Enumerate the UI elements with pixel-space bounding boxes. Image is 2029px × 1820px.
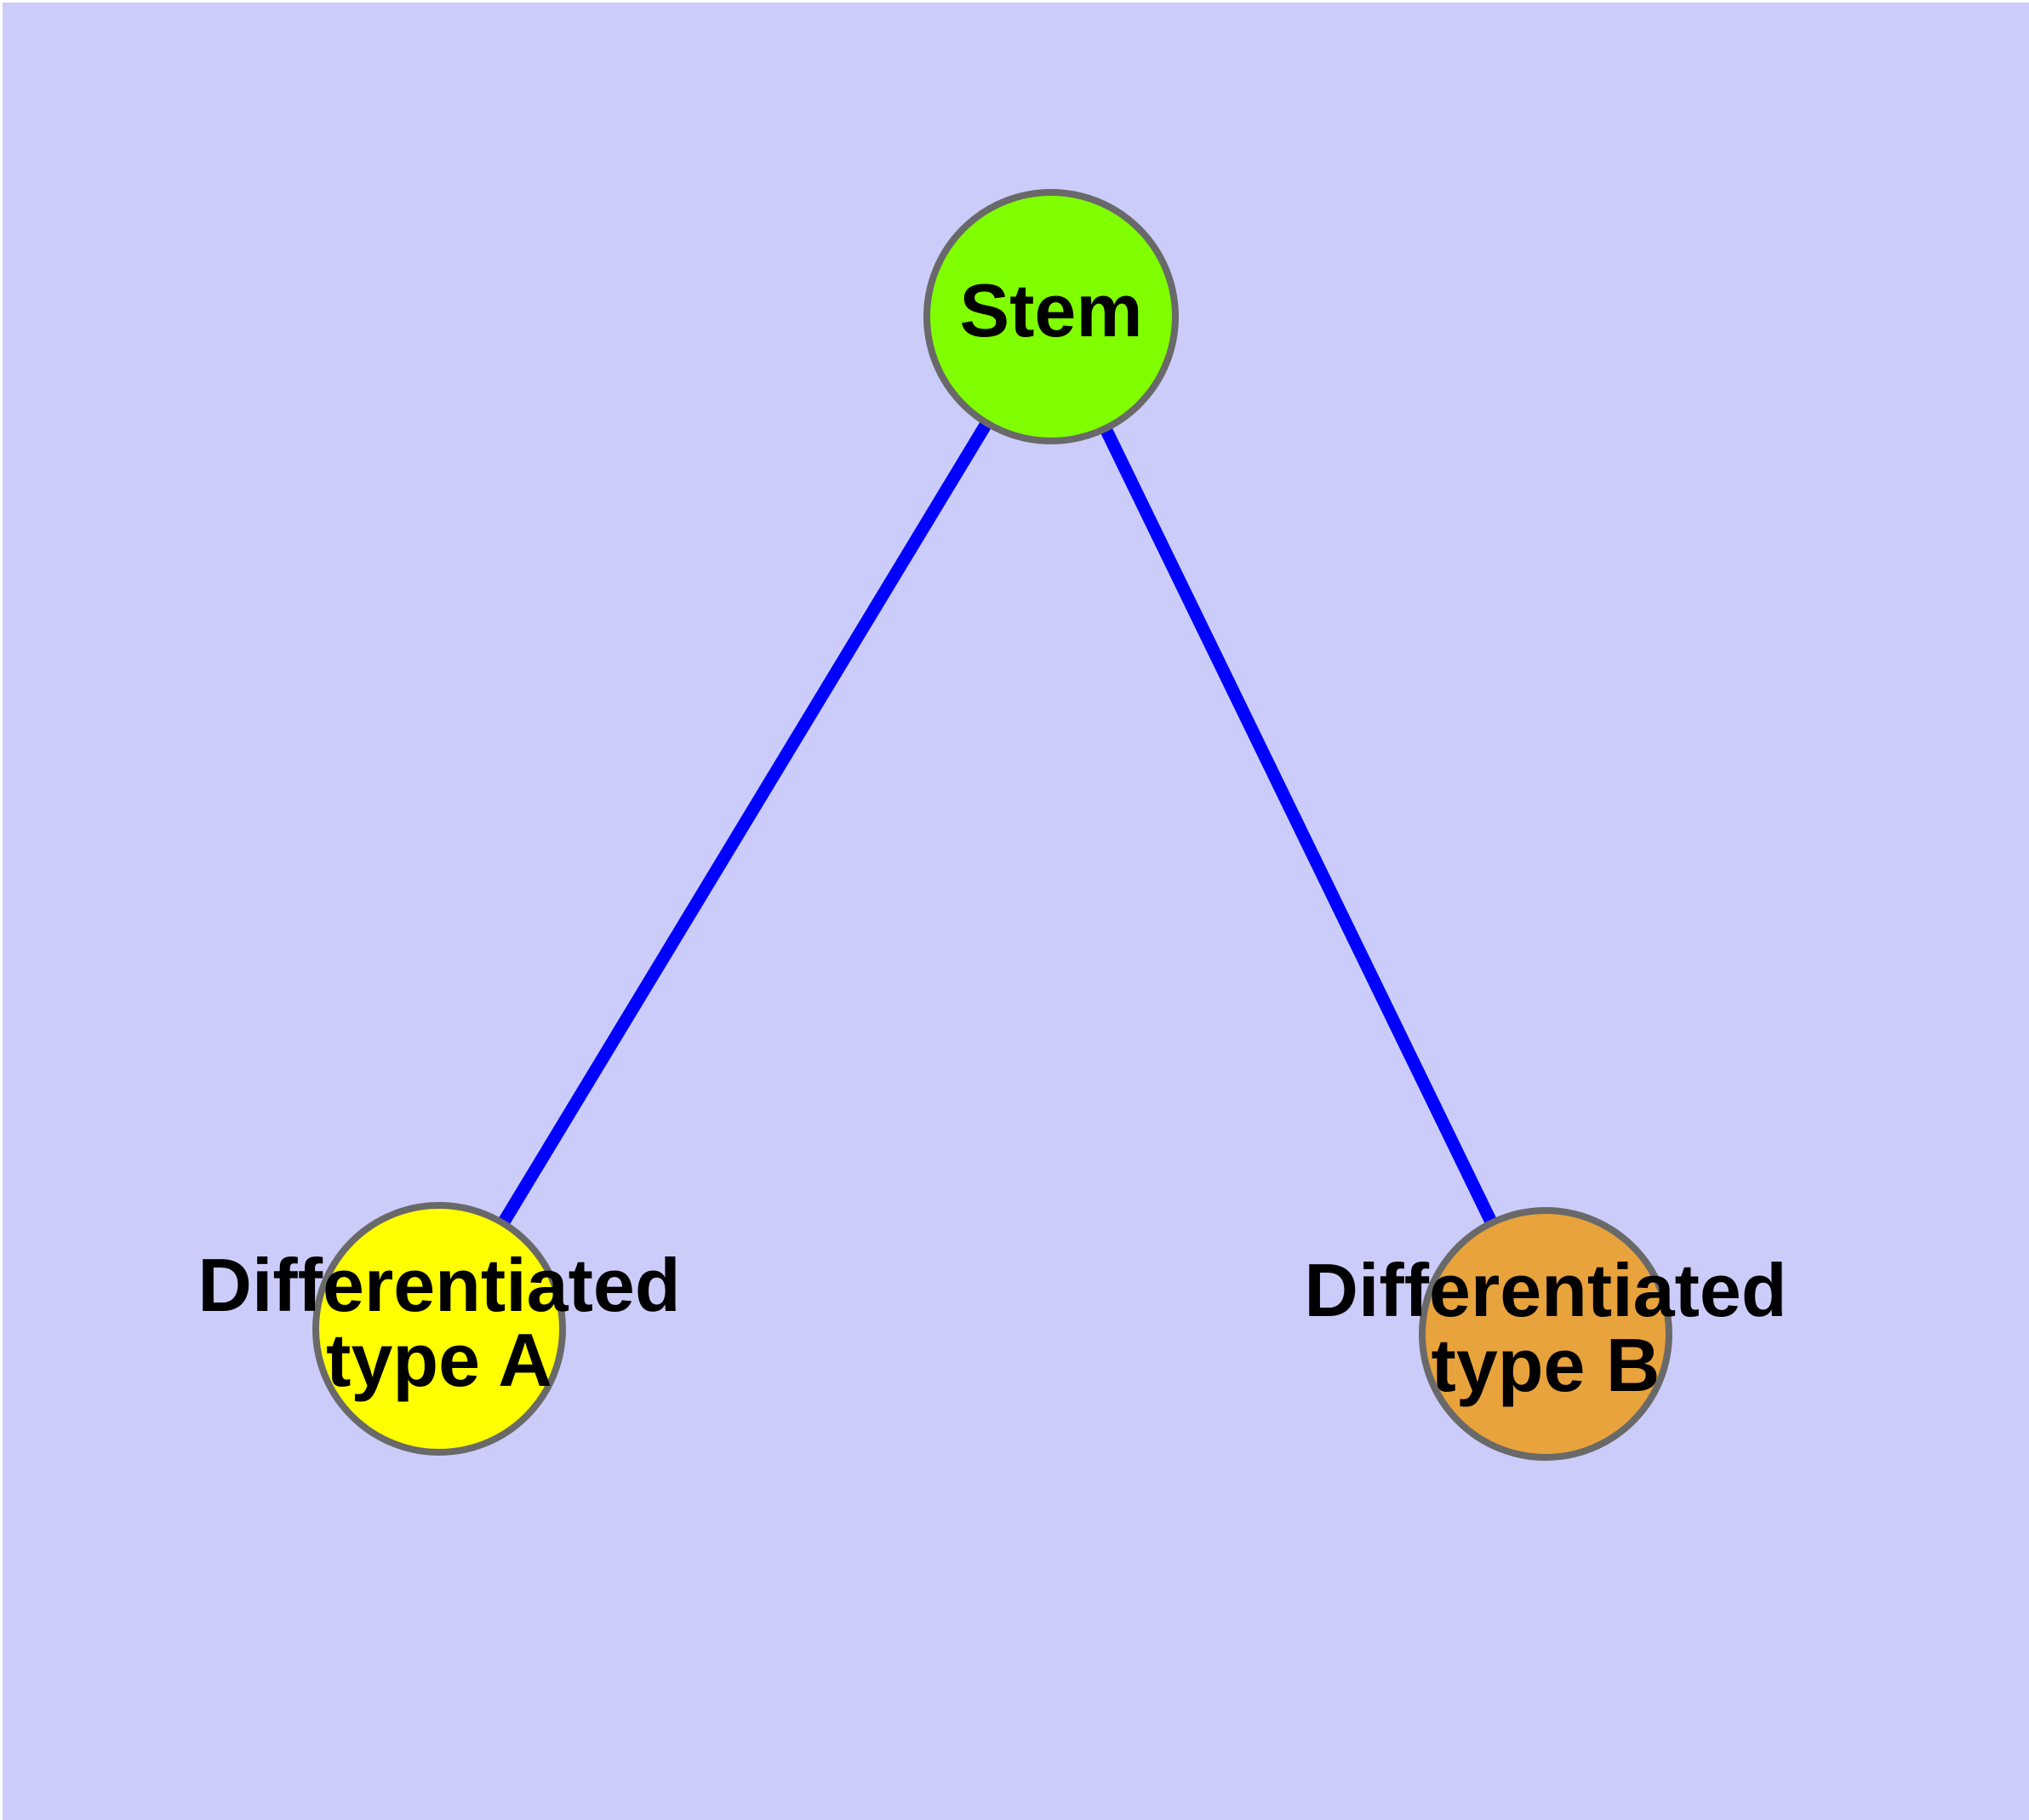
node-layer	[312, 189, 1672, 1461]
edge-layer	[433, 313, 1552, 1337]
node-differentiated-type-b[interactable]	[1419, 1207, 1672, 1461]
edge-stem-to-differentiated-type-a[interactable]	[433, 313, 1057, 1332]
node-stem[interactable]	[923, 189, 1179, 444]
node-stem-label: Stem	[959, 268, 1142, 352]
edge-stem-to-differentiated-type-b[interactable]	[1045, 313, 1552, 1337]
node-differentiated-type-a-circle[interactable]	[312, 1202, 566, 1456]
node-stem-circle[interactable]	[923, 189, 1179, 444]
node-differentiated-type-b-circle[interactable]	[1419, 1207, 1672, 1461]
node-differentiated-type-a[interactable]	[312, 1202, 566, 1456]
